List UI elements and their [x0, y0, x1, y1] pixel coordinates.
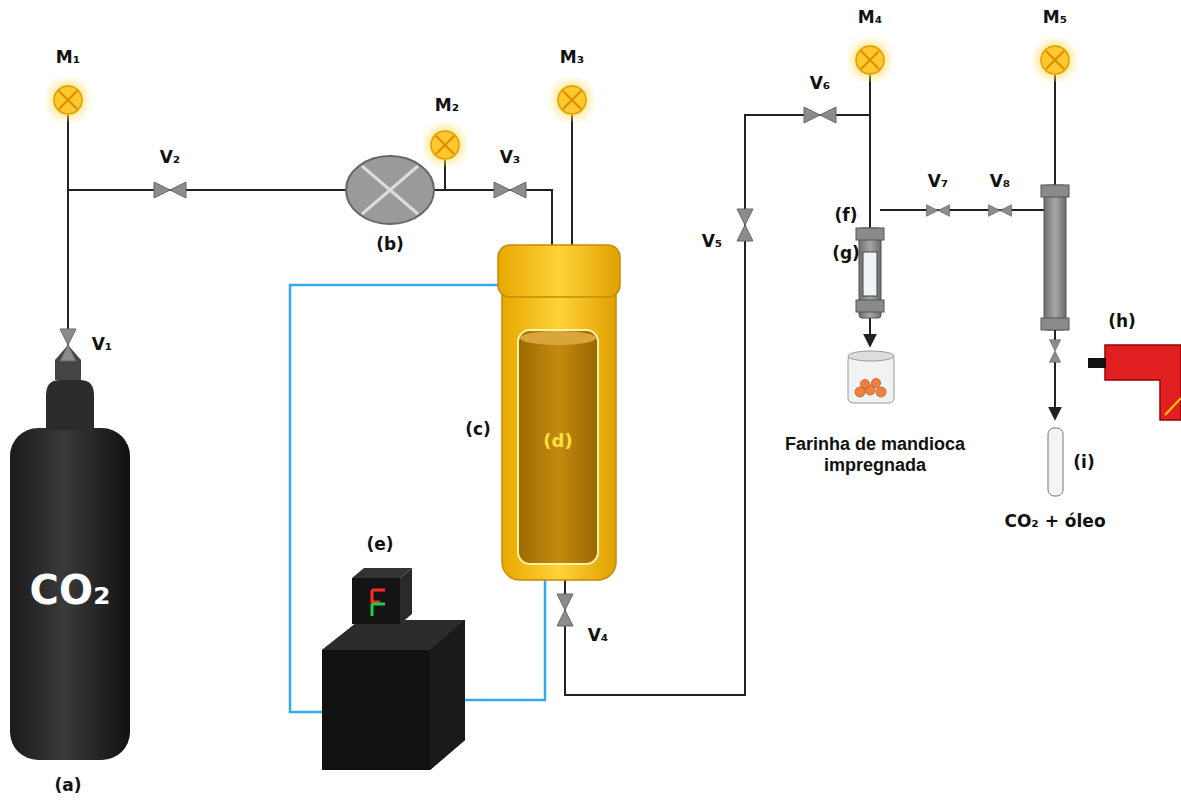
- callout-letter: (a): [54, 776, 81, 796]
- callout-letter: (f): [835, 206, 858, 226]
- callout-letter: (e): [366, 535, 393, 555]
- callout-letter: (g): [832, 244, 860, 264]
- node-text: (d): [543, 430, 572, 451]
- gauge-label: M₄: [858, 8, 882, 28]
- valve-label: V₅: [702, 232, 723, 252]
- gas-cylinder: CO₂: [10, 470, 130, 710]
- caption-note: Farinha de mandioca impregnada: [765, 434, 985, 475]
- sample-basket: (d): [522, 380, 594, 500]
- gauge-label: M₁: [56, 48, 80, 68]
- gauge-label: M₂: [435, 96, 459, 116]
- node-text: CO₂: [30, 567, 111, 613]
- gauge-label: M₃: [560, 48, 584, 68]
- callout-letter: (h): [1108, 312, 1136, 332]
- gauge-label: M₅: [1043, 8, 1067, 28]
- valve-label: V₆: [810, 74, 831, 94]
- valve-label: V₂: [160, 148, 181, 168]
- valve-label: V₇: [928, 172, 949, 192]
- valve-label: V₈: [990, 172, 1011, 192]
- valve-label: V₄: [588, 626, 609, 646]
- callout-letter: (c): [465, 420, 491, 440]
- valve-label: V₁: [92, 335, 113, 355]
- valve-label: V₃: [500, 148, 521, 168]
- caption-note: CO₂ + óleo: [1004, 512, 1105, 532]
- callout-letter: (i): [1073, 453, 1094, 473]
- callout-letter: (b): [376, 235, 404, 255]
